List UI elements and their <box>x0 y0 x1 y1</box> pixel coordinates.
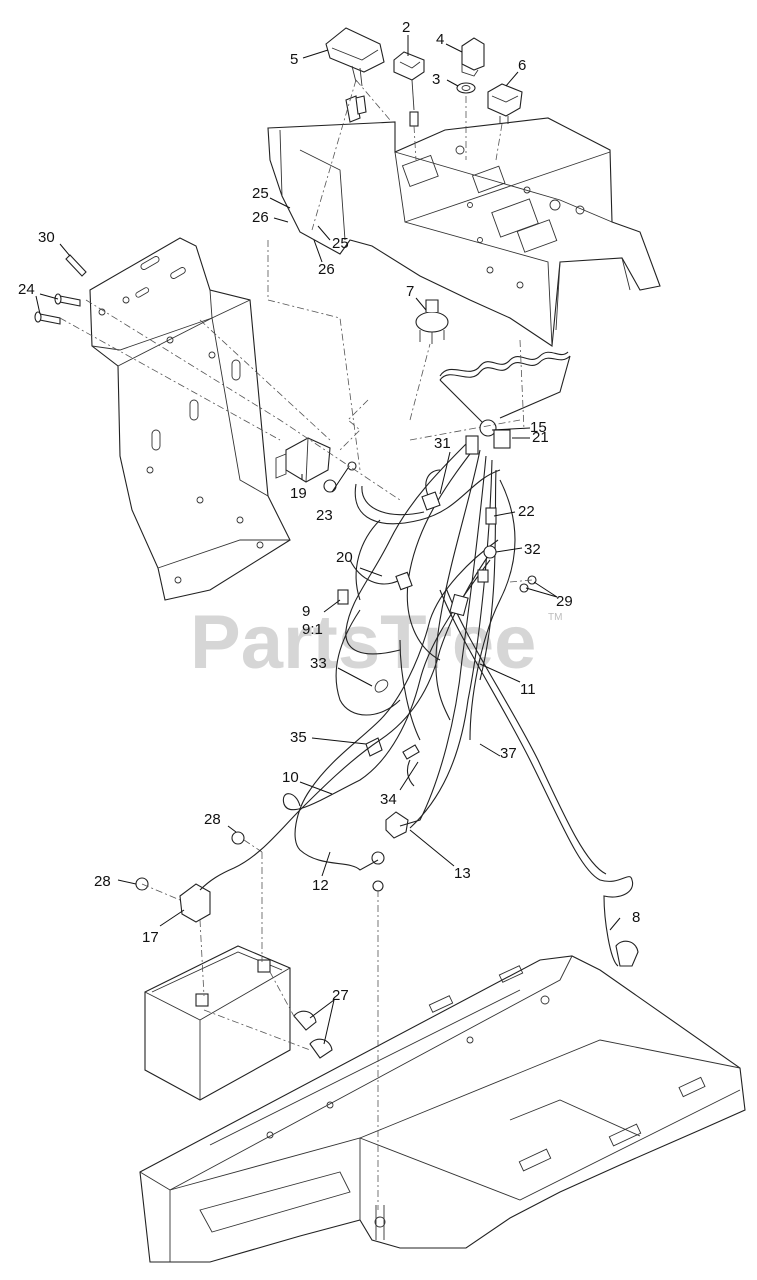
callout-11: 11 <box>520 681 536 698</box>
callout-12: 12 <box>312 877 329 894</box>
callout-6: 6 <box>518 57 526 74</box>
switch-part <box>393 51 425 127</box>
callout-4: 4 <box>436 31 444 48</box>
callout-23: 23 <box>316 507 333 524</box>
callout-9: 9 <box>302 603 310 620</box>
seat-switch-part <box>615 940 639 967</box>
callout-30: 30 <box>38 229 55 246</box>
nut-part <box>456 82 476 94</box>
callout-15: 15 <box>530 419 547 436</box>
callout-34: 34 <box>380 791 397 808</box>
nut-23-part <box>323 479 337 493</box>
callout-3: 3 <box>432 71 440 88</box>
callout-25b: 25 <box>332 235 349 252</box>
leader-lines <box>35 35 621 1045</box>
rear-chassis-frame <box>139 955 746 1263</box>
relay-bracket-part <box>275 437 331 483</box>
callout-35: 35 <box>290 729 307 746</box>
callout-22: 22 <box>518 503 535 520</box>
callout-28b: 28 <box>94 873 111 890</box>
dash-panel <box>267 117 661 347</box>
nut-28a-part <box>231 831 245 845</box>
ignition-switch-part <box>415 299 449 344</box>
callout-26b: 26 <box>318 261 335 278</box>
callout-29: 29 <box>556 593 573 610</box>
callout-24: 24 <box>18 281 35 298</box>
assembly-lines <box>59 79 533 1210</box>
left-frame-bracket <box>89 237 291 601</box>
connector-part <box>493 429 511 449</box>
callout-32: 32 <box>524 541 541 558</box>
battery-terminal-positive <box>257 959 271 973</box>
terminal-bolt-part <box>293 1010 317 1031</box>
callout-8: 8 <box>632 909 640 926</box>
bolt-30-part <box>65 254 87 277</box>
callout-17: 17 <box>142 929 159 946</box>
bushing-part <box>365 737 383 757</box>
callout-20: 20 <box>336 549 353 566</box>
callout-25a: 25 <box>252 185 269 202</box>
callout-13: 13 <box>454 865 471 882</box>
coiled-cable-part <box>439 351 571 437</box>
callout-9-1: 9:1 <box>302 621 323 638</box>
harness-connector <box>465 435 479 455</box>
callout-27: 27 <box>332 987 349 1004</box>
bolt-24-part <box>34 293 81 325</box>
terminal-cover-part <box>179 883 211 923</box>
callout-37: 37 <box>500 745 517 762</box>
callout-28a: 28 <box>204 811 221 828</box>
callout-5: 5 <box>290 51 298 68</box>
callout-labels: 2 3 4 5 6 7 8 9 9:1 10 11 12 13 15 17 19… <box>18 19 640 1004</box>
hour-meter-part <box>325 27 385 123</box>
callout-2: 2 <box>402 19 410 36</box>
callout-31: 31 <box>434 435 451 452</box>
watermark-trademark: TM <box>548 612 562 623</box>
battery <box>144 945 291 1101</box>
boot-part <box>385 811 409 839</box>
callout-19: 19 <box>290 485 307 502</box>
callout-7: 7 <box>406 283 414 300</box>
callout-21: 21 <box>532 429 549 446</box>
callout-10: 10 <box>282 769 299 786</box>
battery-terminal-negative <box>195 993 209 1007</box>
callout-33: 33 <box>310 655 327 672</box>
knob-part <box>461 37 485 77</box>
watermark-text: PartsTree <box>190 600 536 685</box>
callout-26a: 26 <box>252 209 269 226</box>
rocker-switch-part <box>487 83 523 124</box>
